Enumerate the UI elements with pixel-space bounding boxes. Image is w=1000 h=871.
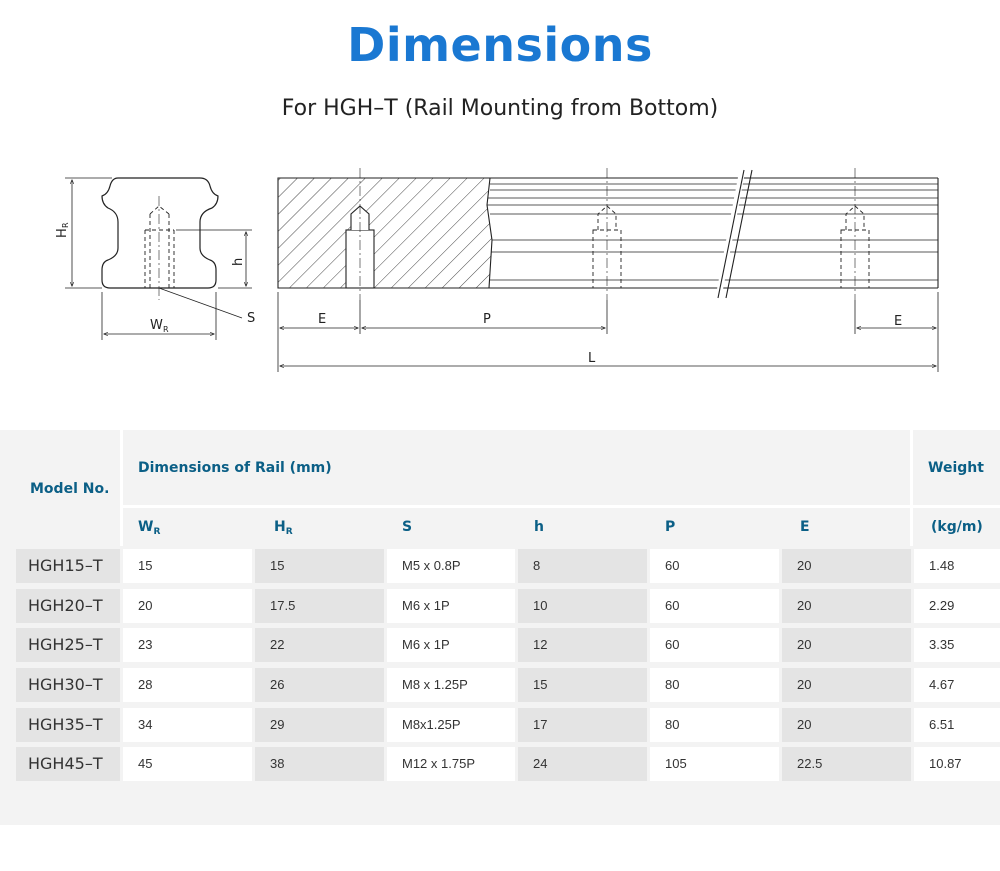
model-cell: HGH25–T [16, 628, 120, 662]
col-header-wr: WR [138, 519, 161, 537]
weight-header: Weight [928, 460, 984, 476]
s-cell: M5 x 0.8P [387, 549, 515, 583]
weight-unit-header: (kg/m) [931, 519, 983, 535]
weight-cell: 1.48 [914, 549, 1000, 583]
p-cell: 80 [650, 668, 779, 702]
s-cell: M6 x 1P [387, 589, 515, 623]
h-cell: 17 [518, 708, 647, 742]
e-cell: 20 [782, 628, 911, 662]
hr-cell: 22 [255, 628, 384, 662]
rail-dimension-drawing: H R h S W R [55, 168, 939, 372]
h-dimension [176, 229, 252, 289]
page-subtitle: For HGH–T (Rail Mounting from Bottom) [281, 96, 719, 121]
wr-cell: 20 [123, 589, 252, 623]
col-header-p: P [665, 519, 676, 535]
p-label: P [483, 312, 491, 327]
model-cell: HGH45–T [16, 747, 120, 781]
wr-cell: 15 [123, 549, 252, 583]
e-right-label: E [894, 314, 902, 329]
s-cell: M8x1.25P [387, 708, 515, 742]
p-cell: 80 [650, 708, 779, 742]
e-left-label: E [318, 312, 326, 327]
page-title: Dimensions [347, 18, 653, 72]
hr-cell: 15 [255, 549, 384, 583]
s-cell: M6 x 1P [387, 628, 515, 662]
e-cell: 20 [782, 708, 911, 742]
hr-label-sub: R [61, 222, 70, 228]
s-label: S [247, 311, 255, 326]
wr-dimension [101, 292, 217, 340]
p-cell: 60 [650, 589, 779, 623]
h-cell: 8 [518, 549, 647, 583]
weight-cell: 2.29 [914, 589, 1000, 623]
s-cell: M12 x 1.75P [387, 747, 515, 781]
p-cell: 60 [650, 628, 779, 662]
model-no-header: Model No. [30, 481, 110, 497]
hr-label: H [55, 228, 70, 238]
rail-cross-section [101, 177, 219, 300]
rail-dimensions-header: Dimensions of Rail (mm) [138, 460, 332, 476]
side-dimensions [277, 292, 939, 372]
l-label: L [588, 351, 596, 366]
wr-label: W [150, 318, 163, 333]
hr-cell: 17.5 [255, 589, 384, 623]
h-cell: 10 [518, 589, 647, 623]
model-cell: HGH20–T [16, 589, 120, 623]
col-header-h: h [534, 519, 544, 535]
h-cell: 15 [518, 668, 647, 702]
p-cell: 60 [650, 549, 779, 583]
hr-dimension [65, 177, 112, 289]
p-cell: 105 [650, 747, 779, 781]
e-cell: 22.5 [782, 747, 911, 781]
hr-cell: 26 [255, 668, 384, 702]
weight-cell: 6.51 [914, 708, 1000, 742]
col-header-hr: HR [274, 519, 293, 537]
wr-cell: 45 [123, 747, 252, 781]
hr-cell: 38 [255, 747, 384, 781]
wr-cell: 34 [123, 708, 252, 742]
weight-cell: 10.87 [914, 747, 1000, 781]
s-cell: M8 x 1.25P [387, 668, 515, 702]
weight-cell: 3.35 [914, 628, 1000, 662]
col-header-e: E [800, 519, 810, 535]
rail-side-view [277, 168, 939, 301]
wr-cell: 28 [123, 668, 252, 702]
wr-label-sub: R [163, 325, 169, 334]
weight-cell: 4.67 [914, 668, 1000, 702]
model-cell: HGH30–T [16, 668, 120, 702]
wr-cell: 23 [123, 628, 252, 662]
e-cell: 20 [782, 549, 911, 583]
h-label: h [231, 258, 246, 266]
model-cell: HGH35–T [16, 708, 120, 742]
e-cell: 20 [782, 668, 911, 702]
h-cell: 12 [518, 628, 647, 662]
col-header-s: S [402, 519, 413, 535]
hr-cell: 29 [255, 708, 384, 742]
h-cell: 24 [518, 747, 647, 781]
e-cell: 20 [782, 589, 911, 623]
model-cell: HGH15–T [16, 549, 120, 583]
